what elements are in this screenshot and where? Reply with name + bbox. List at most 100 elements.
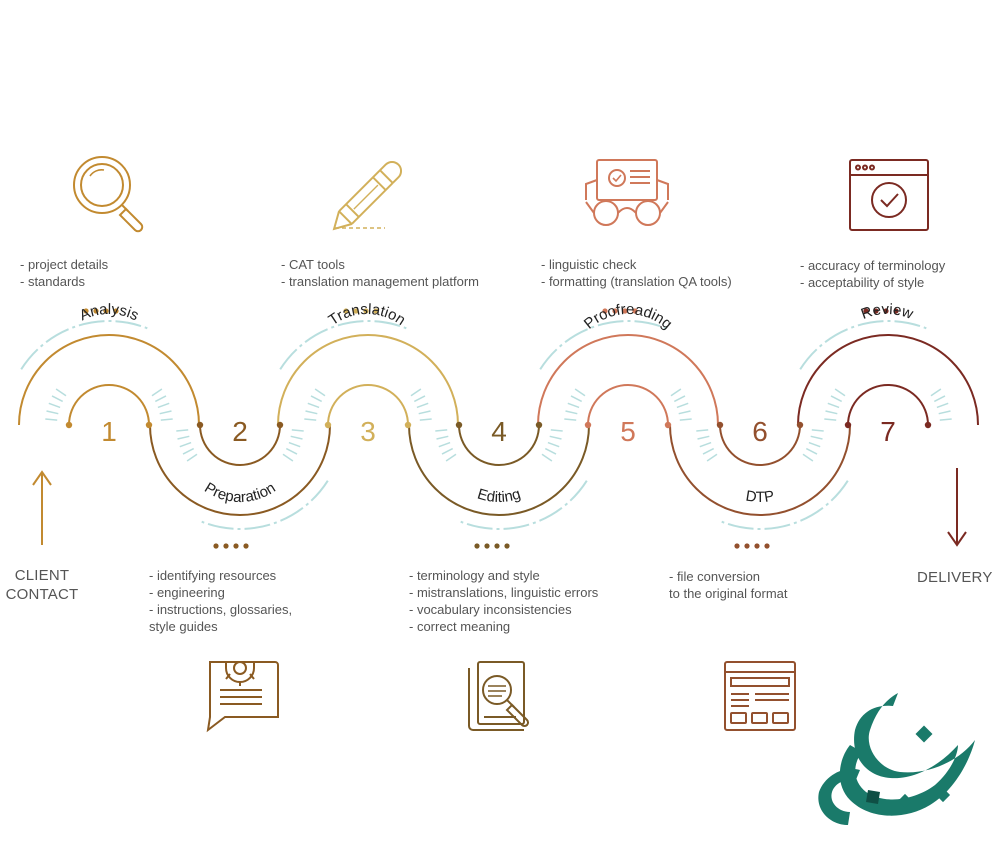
note-line: - acceptability of style	[800, 275, 925, 290]
band-tick	[441, 447, 454, 455]
bullet-dot	[103, 308, 109, 314]
bullet-dot	[883, 308, 889, 314]
band-tick	[549, 435, 562, 440]
layout-window-icon	[724, 661, 796, 731]
band-tick	[939, 418, 952, 421]
band-tick	[541, 453, 553, 462]
connector-dot	[664, 421, 672, 429]
bullet-dot	[213, 543, 219, 549]
band-tick	[159, 410, 172, 415]
band-outer-arc-3	[277, 334, 459, 426]
band-tick	[419, 418, 432, 421]
notes-dtp: - file conversion to the original format	[669, 568, 788, 602]
bullet-dot	[353, 308, 359, 314]
band-inner-arc-3	[327, 384, 409, 426]
band-outer-arc-2	[149, 424, 331, 516]
stage-number-1: 1	[101, 416, 117, 447]
note-line: - accuracy of terminology	[800, 258, 946, 273]
band-tick	[565, 410, 578, 415]
note-line: - project details	[20, 257, 109, 272]
bullet-dot	[343, 308, 349, 314]
band-outer-arc-5	[537, 334, 719, 426]
band-inner-arc-5	[587, 384, 669, 426]
bullet-dot	[83, 308, 89, 314]
stage-label-6: DTP	[745, 488, 776, 507]
band-tick	[834, 388, 846, 397]
band-tick	[811, 429, 824, 432]
bullet-dot	[494, 543, 500, 549]
band-tick	[291, 429, 304, 432]
connector-dot	[65, 421, 73, 429]
band-tick	[676, 402, 689, 409]
band-tick	[288, 441, 301, 448]
connector-dot	[196, 421, 204, 429]
band-outer-arc-1	[18, 334, 200, 426]
arrow-down-icon	[947, 468, 967, 547]
bullet-dot	[504, 543, 510, 549]
magnifier-icon	[73, 156, 144, 233]
band-inner-arc-6	[719, 424, 801, 466]
note-line: - standards	[20, 274, 86, 289]
connector-dot	[276, 421, 284, 429]
notes-analysis: - project details - standards	[20, 256, 108, 290]
note-line: - engineering	[149, 585, 225, 600]
band-tick	[938, 410, 951, 415]
connector-dot	[324, 421, 332, 429]
chat-gear-icon	[206, 661, 279, 733]
band-tick	[435, 429, 448, 432]
band-tick	[314, 388, 326, 397]
band-tick	[697, 435, 710, 440]
stage-number-3: 3	[360, 416, 376, 447]
band-tick	[307, 402, 320, 409]
band-tick	[45, 418, 58, 421]
band-tick	[51, 395, 64, 403]
stage-label-1: Analysis	[77, 301, 141, 324]
band-outer-arc-4	[408, 424, 590, 516]
bullet-dot	[622, 308, 628, 314]
dashed-arc	[799, 320, 927, 370]
band-tick	[304, 418, 317, 421]
band-tick	[550, 429, 563, 432]
band-tick	[702, 447, 715, 455]
stage-label-5: Proofreading	[581, 301, 676, 333]
dashed-arc	[721, 480, 849, 530]
band-inner-arc-2	[199, 424, 281, 466]
note-line: - terminology and style	[409, 568, 540, 583]
band-tick	[438, 441, 451, 448]
connector-dot	[535, 421, 543, 429]
connector-dot	[404, 421, 412, 429]
note-line: - identifying resources	[149, 568, 277, 583]
band-tick	[830, 395, 843, 403]
connector-dot	[716, 421, 724, 429]
band-tick	[186, 453, 198, 462]
bullet-dot	[223, 543, 229, 549]
band-tick	[936, 402, 949, 409]
note-line: - CAT tools	[281, 257, 345, 272]
band-inner-arc-7	[847, 384, 929, 426]
connector-dot	[796, 421, 804, 429]
notes-preparation: - identifying resources - engineering - …	[149, 567, 292, 635]
band-tick	[827, 402, 840, 409]
bullet-dot	[363, 308, 369, 314]
band-tick	[825, 410, 838, 415]
bullet-dot	[734, 543, 740, 549]
bullet-dot	[243, 543, 249, 549]
bullet-dot	[113, 308, 119, 314]
stage-number-5: 5	[620, 416, 636, 447]
band-tick	[154, 395, 167, 403]
band-tick	[55, 388, 67, 397]
arrow-up-icon	[32, 470, 52, 545]
dashed-arc	[460, 480, 588, 530]
band-tick	[673, 395, 686, 403]
bullet-dots	[83, 308, 899, 549]
connector-dot	[455, 421, 463, 429]
note-line: - correct meaning	[409, 619, 511, 634]
calligraphy-logo	[818, 693, 975, 825]
band-tick	[810, 435, 823, 440]
stage-label-3: Translation	[325, 301, 408, 329]
delivery-label: DELIVERY	[917, 569, 993, 586]
stage-number-6: 6	[752, 416, 768, 447]
document-glasses-icon	[585, 159, 669, 226]
band-tick	[808, 441, 821, 448]
note-line: - instructions, glossaries,	[149, 602, 293, 617]
